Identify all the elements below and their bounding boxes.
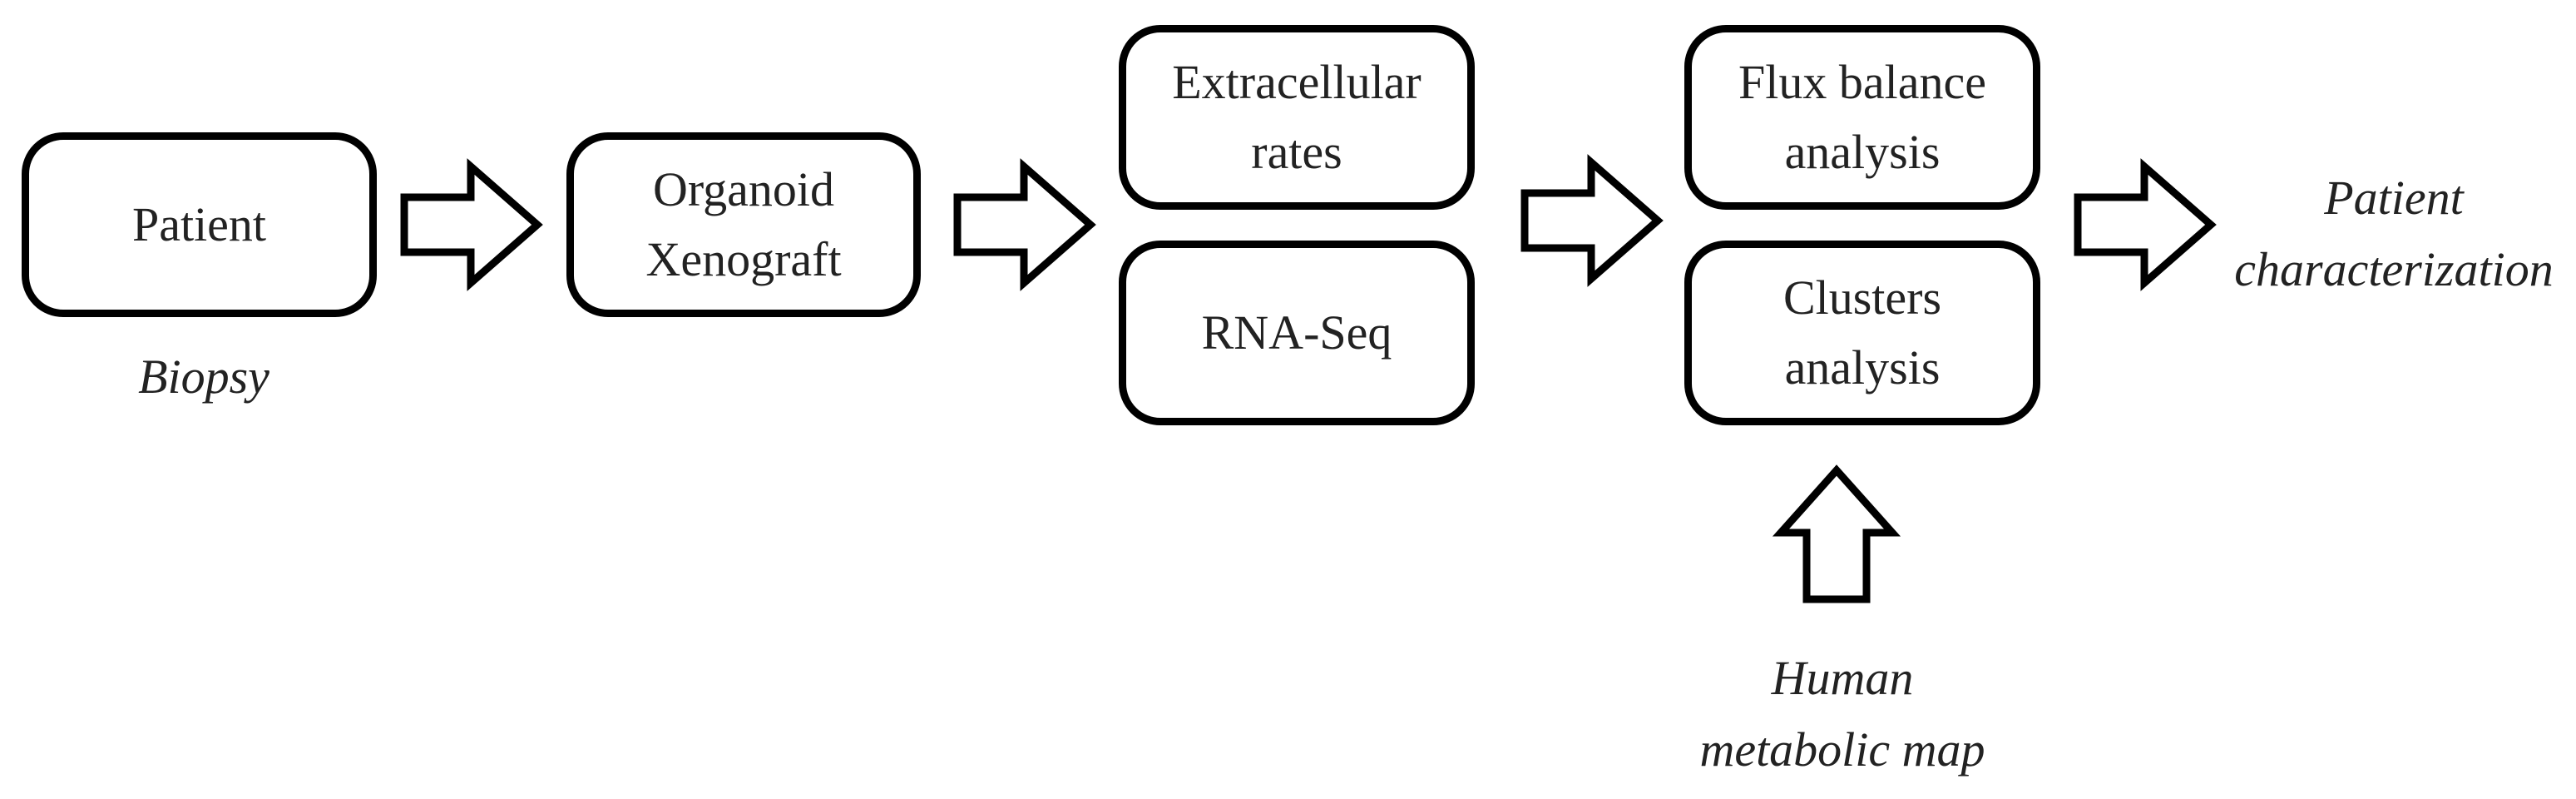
arrow-organoid-to-omics [953, 158, 1096, 291]
arrow-patient-to-organoid [400, 158, 543, 291]
patient-char-line-2: characterization [2234, 242, 2554, 296]
flux-box-line-1: Flux balance [1738, 55, 1986, 109]
organoid-box-line-2: Xenograft [645, 232, 842, 286]
human-map-line-2: metabolic map [1699, 722, 1985, 777]
arrow-analysis-to-characterization [2074, 158, 2217, 291]
human-map-line-1: Human [1771, 651, 1914, 705]
patient-box: Patient [22, 132, 377, 317]
clusters-analysis-box: Clusters analysis [1684, 241, 2040, 425]
clusters-box-line-2: analysis [1784, 340, 1941, 395]
arrow-map-to-clusters [1772, 464, 1901, 603]
patient-characterization-caption: Patient characterization [2213, 162, 2575, 305]
flux-box-line-2: analysis [1784, 125, 1941, 179]
extracellular-box-line-1: Extracellular [1172, 55, 1421, 109]
rna-seq-box: RNA-Seq [1119, 241, 1475, 425]
biopsy-caption-text: Biopsy [138, 350, 269, 404]
organoid-box-line-1: Organoid [652, 162, 834, 216]
flux-balance-analysis-box: Flux balance analysis [1684, 25, 2040, 210]
biopsy-caption: Biopsy [91, 341, 316, 413]
patient-box-label: Patient [131, 197, 267, 251]
patient-char-line-1: Patient [2324, 171, 2464, 225]
extracellular-box-line-2: rates [1251, 125, 1342, 179]
extracellular-rates-box: Extracellular rates [1119, 25, 1475, 210]
organoid-xenograft-box: Organoid Xenograft [566, 132, 921, 317]
arrow-omics-to-analysis [1520, 154, 1664, 287]
clusters-box-line-1: Clusters [1782, 270, 1942, 325]
rna-seq-box-label: RNA-Seq [1201, 305, 1392, 360]
human-metabolic-map-caption: Human metabolic map [1647, 643, 2038, 786]
